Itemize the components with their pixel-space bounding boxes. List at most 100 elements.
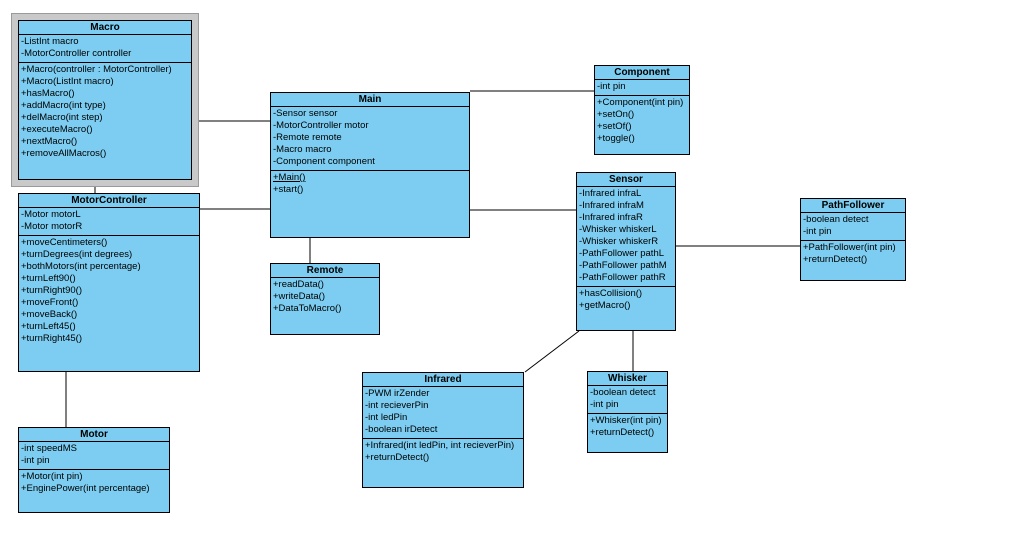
class-macro[interactable]: Macro -ListInt macro -MotorController co… (18, 20, 192, 180)
attributes-compartment: -ListInt macro -MotorController controll… (19, 35, 191, 63)
methods-compartment: +Motor(int pin) +EnginePower(int percent… (19, 470, 169, 512)
class-title: Component (595, 66, 689, 80)
class-title: MotorController (19, 194, 199, 208)
method-row: +Motor(int pin) (21, 471, 83, 482)
attribute-row: -PathFollower pathL (579, 248, 665, 259)
method-row: +hasCollision() (579, 288, 643, 299)
attribute-row: -PathFollower pathR (579, 272, 666, 283)
methods-compartment: +Macro(controller : MotorController) +Ma… (19, 63, 191, 179)
attribute-row: -int pin (590, 399, 619, 410)
class-title: Macro (19, 21, 191, 35)
attribute-row: -Infrared infraR (579, 212, 643, 223)
methods-compartment: +readData() +writeData() +DataToMacro() (271, 278, 379, 334)
attribute-row: -int recieverPin (365, 400, 429, 411)
attribute-row: -Infrared infraL (579, 188, 642, 199)
attribute-row: -Infrared infraM (579, 200, 644, 211)
class-component[interactable]: Component -int pin +Component(int pin) +… (594, 65, 690, 155)
method-row: +Infrared(int ledPin, int recieverPin) (365, 440, 515, 451)
method-row: +executeMacro() (21, 124, 93, 135)
attribute-row: -int pin (803, 226, 832, 237)
class-remote[interactable]: Remote +readData() +writeData() +DataToM… (270, 263, 380, 335)
attribute-row: -int pin (597, 81, 626, 92)
attribute-row: -int ledPin (365, 412, 408, 423)
method-row: +bothMotors(int percentage) (21, 261, 141, 272)
methods-compartment: +Main() +start() (271, 171, 469, 237)
methods-compartment: +Component(int pin) +setOn() +setOf() +t… (595, 96, 689, 154)
attribute-row: -boolean detect (803, 214, 869, 225)
method-row: +getMacro() (579, 300, 631, 311)
method-row: +DataToMacro() (273, 303, 342, 314)
attributes-compartment: -boolean detect -int pin (588, 386, 667, 414)
method-row: +moveFront() (21, 297, 79, 308)
methods-compartment: +hasCollision() +getMacro() (577, 287, 675, 330)
class-main[interactable]: Main -Sensor sensor -MotorController mot… (270, 92, 470, 238)
attributes-compartment: -PWM irZender -int recieverPin -int ledP… (363, 387, 523, 439)
attribute-row: -Motor motorR (21, 221, 83, 232)
method-row: +PathFollower(int pin) (803, 242, 896, 253)
attribute-row: -Motor motorL (21, 209, 81, 220)
method-row: +turnRight90() (21, 285, 82, 296)
attributes-compartment: -boolean detect -int pin (801, 213, 905, 241)
method-row: +turnRight45() (21, 333, 82, 344)
attribute-row: -int pin (21, 455, 50, 466)
attribute-row: -Whisker whiskerR (579, 236, 659, 247)
methods-compartment: +moveCentimeters() +turnDegrees(int degr… (19, 236, 199, 371)
class-pathfollower[interactable]: PathFollower -boolean detect -int pin +P… (800, 198, 906, 281)
methods-compartment: +Infrared(int ledPin, int recieverPin) +… (363, 439, 523, 487)
attribute-row: -Sensor sensor (273, 108, 338, 119)
attribute-row: -int speedMS (21, 443, 77, 454)
selection-frame: Macro -ListInt macro -MotorController co… (11, 13, 199, 187)
class-title: PathFollower (801, 199, 905, 213)
method-row: +turnLeft45() (21, 321, 76, 332)
class-infrared[interactable]: Infrared -PWM irZender -int recieverPin … (362, 372, 524, 488)
method-row: +turnDegrees(int degrees) (21, 249, 133, 260)
attribute-row: -boolean irDetect (365, 424, 438, 435)
attribute-row: -ListInt macro (21, 36, 79, 47)
method-row: +delMacro(int step) (21, 112, 103, 123)
class-whisker[interactable]: Whisker -boolean detect -int pin +Whiske… (587, 371, 668, 453)
attributes-compartment: -int speedMS -int pin (19, 442, 169, 470)
attribute-row: -boolean detect (590, 387, 656, 398)
method-row: +addMacro(int type) (21, 100, 106, 111)
class-title: Main (271, 93, 469, 107)
methods-compartment: +PathFollower(int pin) +returnDetect() (801, 241, 905, 280)
attribute-row: -Remote remote (273, 132, 342, 143)
class-motorcontroller[interactable]: MotorController -Motor motorL -Motor mot… (18, 193, 200, 372)
attributes-compartment: -int pin (595, 80, 689, 96)
method-row: +Macro(ListInt macro) (21, 76, 114, 87)
attribute-row: -PathFollower pathM (579, 260, 667, 271)
attribute-row: -Macro macro (273, 144, 332, 155)
method-row: +moveBack() (21, 309, 78, 320)
method-row: +returnDetect() (590, 427, 655, 438)
method-row: +setOn() (597, 109, 635, 120)
class-title: Remote (271, 264, 379, 278)
methods-compartment: +Whisker(int pin) +returnDetect() (588, 414, 667, 452)
method-row: +Macro(controller : MotorController) (21, 64, 172, 75)
method-row: +hasMacro() (21, 88, 75, 99)
method-row: +start() (273, 184, 304, 195)
attribute-row: -MotorController motor (273, 120, 369, 131)
attribute-row: -MotorController controller (21, 48, 132, 59)
attributes-compartment: -Motor motorL -Motor motorR (19, 208, 199, 236)
method-row: +turnLeft90() (21, 273, 76, 284)
class-sensor[interactable]: Sensor -Infrared infraL -Infrared infraM… (576, 172, 676, 331)
method-row: +returnDetect() (365, 452, 430, 463)
method-row: +removeAllMacros() (21, 148, 107, 159)
attributes-compartment: -Infrared infraL -Infrared infraM -Infra… (577, 187, 675, 287)
attribute-row: -PWM irZender (365, 388, 430, 399)
connector-sensor-infrared[interactable] (524, 330, 580, 373)
method-row: +setOf() (597, 121, 632, 132)
class-title: Motor (19, 428, 169, 442)
method-row: +Component(int pin) (597, 97, 684, 108)
attribute-row: -Component component (273, 156, 375, 167)
method-row: +EnginePower(int percentage) (21, 483, 150, 494)
class-motor[interactable]: Motor -int speedMS -int pin +Motor(int p… (18, 427, 170, 513)
method-row: +returnDetect() (803, 254, 868, 265)
method-row: +readData() (273, 279, 324, 290)
method-row: +writeData() (273, 291, 325, 302)
class-title: Infrared (363, 373, 523, 387)
class-title: Whisker (588, 372, 667, 386)
method-row: +moveCentimeters() (21, 237, 108, 248)
